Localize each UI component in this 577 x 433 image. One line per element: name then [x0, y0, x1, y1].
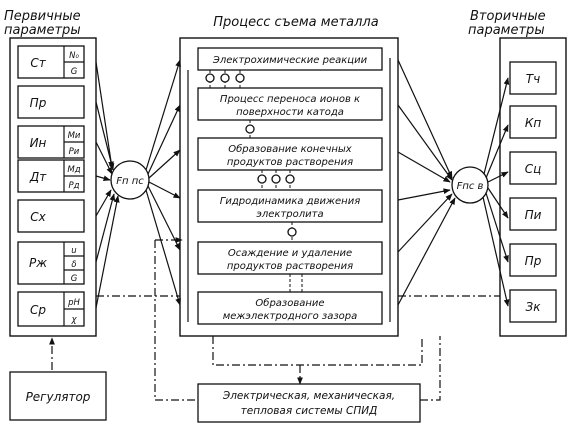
stage-deposition: Осаждение и удаление продуктов растворен…	[197, 241, 383, 275]
svg-text:Сх: Сх	[30, 210, 46, 224]
secondary-param-zk: Зк	[509, 289, 557, 323]
feedback-lines	[49, 237, 500, 401]
svg-text:Дт: Дт	[29, 170, 47, 184]
svg-text:Mд: Mд	[67, 165, 80, 175]
svg-text:Пи: Пи	[525, 208, 542, 222]
process-to-func-connectors	[397, 59, 456, 306]
func-left-node: Fп пс	[110, 160, 150, 200]
svg-text:Осаждение и удаление: Осаждение и удаление	[228, 248, 352, 259]
primary-param-dt: Дт Mд Pд	[17, 159, 85, 193]
secondary-param-tch: Тч	[509, 61, 557, 95]
primary-header-line2: параметры	[4, 23, 81, 38]
primary-param-sr: Ср pH χ	[17, 291, 85, 327]
svg-text:pH: pH	[67, 298, 80, 308]
primary-to-func-connectors	[95, 61, 120, 309]
process-frame	[179, 37, 399, 337]
svg-text:продуктов растворения: продуктов растворения	[227, 261, 353, 272]
svg-text:Гидродинамика движения: Гидродинамика движения	[220, 196, 360, 207]
svg-text:межэлектродного зазора: межэлектродного зазора	[223, 311, 358, 322]
svg-text:электролита: электролита	[256, 209, 323, 220]
svg-text:Образование конечных: Образование конечных	[228, 143, 352, 155]
svg-text:Тч: Тч	[526, 72, 540, 86]
svg-text:Процесс переноса ионов к: Процесс переноса ионов к	[220, 94, 360, 105]
svg-text:δ: δ	[71, 260, 76, 270]
svg-text:χ: χ	[70, 315, 77, 325]
spid-system-box: Электрическая, механическая, тепловая си…	[197, 383, 421, 423]
primary-param-sx: Сх	[17, 199, 85, 233]
svg-text:Pд: Pд	[68, 181, 79, 191]
primary-param-st: Ст N₀ G	[17, 45, 85, 79]
svg-text:поверхности катода: поверхности катода	[236, 107, 344, 118]
svg-text:N₀: N₀	[69, 51, 79, 61]
process-header: Процесс съема металла	[213, 15, 378, 30]
func-right-node: Fпс в	[451, 166, 489, 204]
svg-text:Fп пс: Fп пс	[116, 176, 144, 187]
primary-param-in: Ин Mи Pи	[17, 125, 85, 159]
stage-gap-formation: Образование межэлектродного зазора	[197, 291, 383, 325]
secondary-param-pi: Пи	[509, 197, 557, 231]
svg-text:Электрохимические реакции: Электрохимические реакции	[212, 55, 368, 66]
svg-text:Образование: Образование	[255, 297, 324, 309]
primary-param-rzh: Рж u δ G	[17, 241, 85, 285]
primary-param-pr: Пр	[17, 85, 85, 119]
svg-text:Регулятор: Регулятор	[26, 390, 91, 404]
svg-text:Пр: Пр	[525, 254, 542, 268]
func-to-secondary-connectors	[482, 77, 510, 307]
stage-final-products: Образование конечных продуктов растворен…	[197, 137, 383, 171]
svg-text:Электрическая, механическая,: Электрическая, механическая,	[222, 390, 395, 402]
secondary-param-pr: Пр	[509, 243, 557, 277]
secondary-frame	[499, 37, 567, 337]
svg-text:продуктов растворения: продуктов растворения	[227, 157, 353, 168]
svg-text:Сц: Сц	[525, 162, 542, 176]
secondary-param-kp: Кп	[509, 105, 557, 139]
svg-text:Ст: Ст	[30, 56, 46, 70]
svg-text:Рж: Рж	[29, 256, 47, 270]
svg-text:Pи: Pи	[69, 147, 80, 157]
secondary-header-line1: Вторичные	[470, 9, 546, 24]
svg-text:Зк: Зк	[526, 300, 542, 314]
svg-text:Ср: Ср	[30, 303, 46, 317]
svg-text:Пр: Пр	[30, 96, 47, 110]
stage-hydrodynamics: Гидродинамика движения электролита	[197, 189, 383, 223]
svg-text:Ин: Ин	[30, 136, 47, 150]
stage-internal-links	[187, 58, 391, 322]
svg-text:Mи: Mи	[68, 131, 81, 141]
svg-text:Fпс в: Fпс в	[457, 181, 484, 192]
stage-ion-transfer: Процесс переноса ионов к поверхности кат…	[197, 87, 383, 121]
secondary-param-sts: Сц	[509, 151, 557, 185]
svg-text:u: u	[71, 246, 76, 256]
svg-text:G: G	[71, 274, 78, 284]
primary-frame	[9, 37, 97, 337]
stage-electrochemical: Электрохимические реакции	[197, 47, 383, 71]
svg-text:Кп: Кп	[525, 116, 542, 130]
svg-text:тепловая системы СПИД: тепловая системы СПИД	[241, 405, 378, 417]
secondary-header-line2: параметры	[468, 23, 545, 38]
primary-header-line1: Первичные	[4, 9, 81, 24]
regulator-box: Регулятор	[9, 371, 107, 421]
func-to-process-connectors	[145, 59, 181, 306]
svg-text:G: G	[71, 67, 78, 77]
